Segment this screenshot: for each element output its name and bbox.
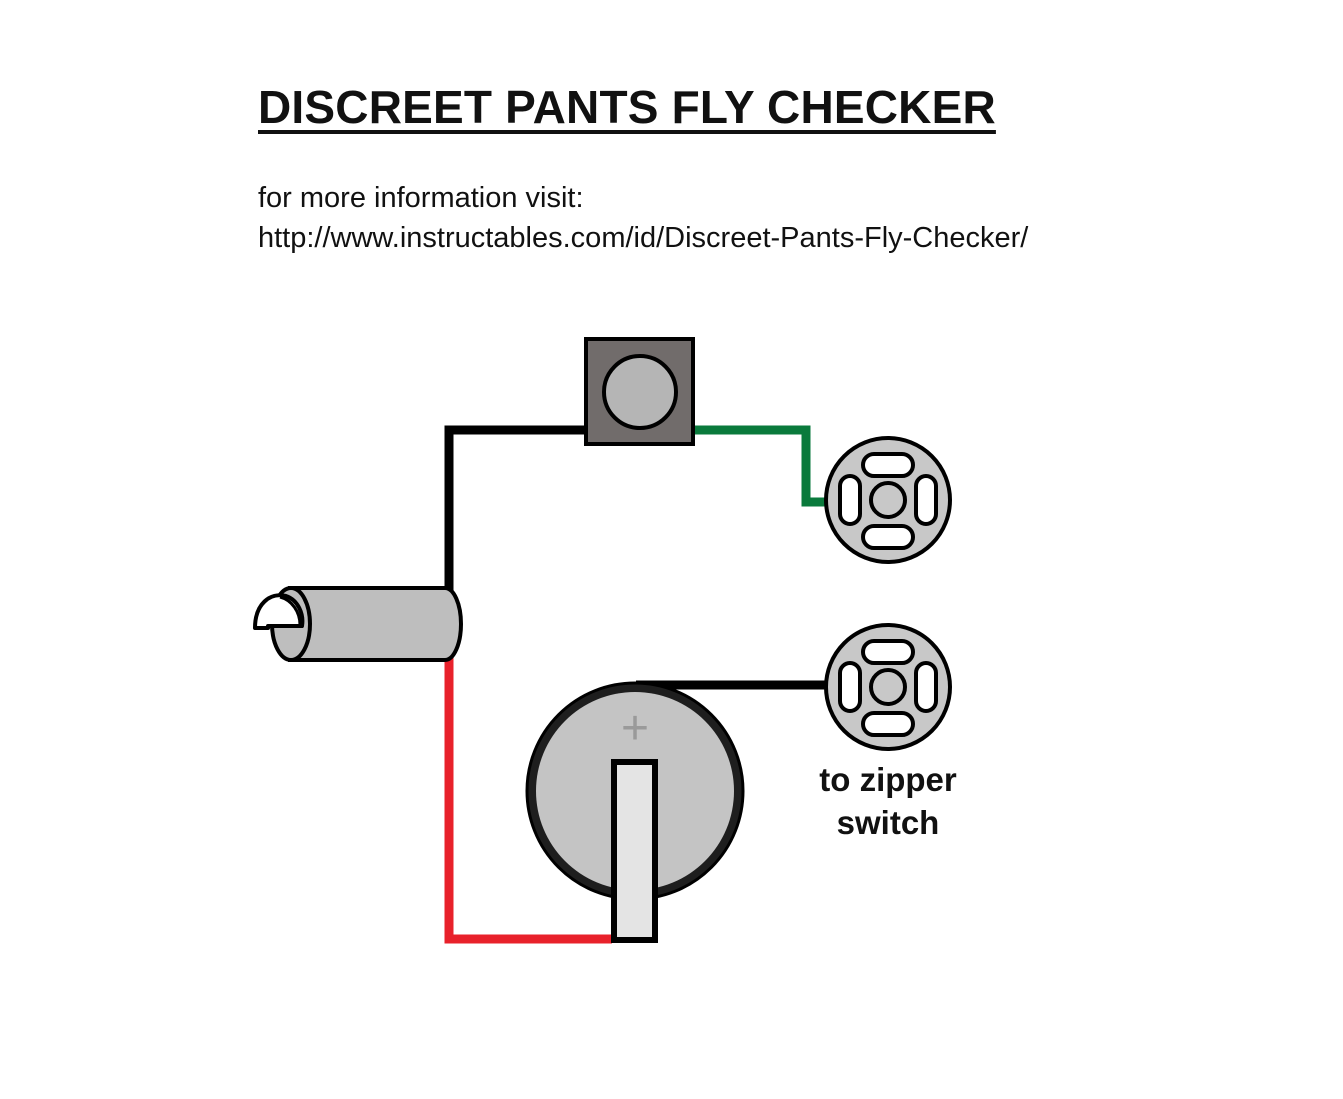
green-wire-button-to-snap [693,425,830,507]
push-button [584,337,695,446]
snap-label: to zipper switch [789,758,987,844]
info-url: http://www.instructables.com/id/Discreet… [258,222,1029,254]
black-wire-motor-to-button [444,425,590,592]
info-line-1: for more information visit: [258,182,584,214]
snap-label-line-2: switch [836,804,940,841]
snap-fastener-top [824,436,952,564]
diagram-title: DISCREET PANTS FLY CHECKER [258,81,996,133]
info-text: for more information visit: http://www.i… [258,178,1028,258]
red-wire-motor-to-battery [444,655,612,944]
snap-fastener-bottom [824,623,952,751]
battery-plus-symbol: + [621,702,649,755]
motor-weight-icon [253,593,305,630]
snap-label-line-1: to zipper [819,761,957,798]
vibration-motor [253,586,463,662]
coin-cell-battery: + [525,681,745,943]
battery-tab [611,759,658,943]
